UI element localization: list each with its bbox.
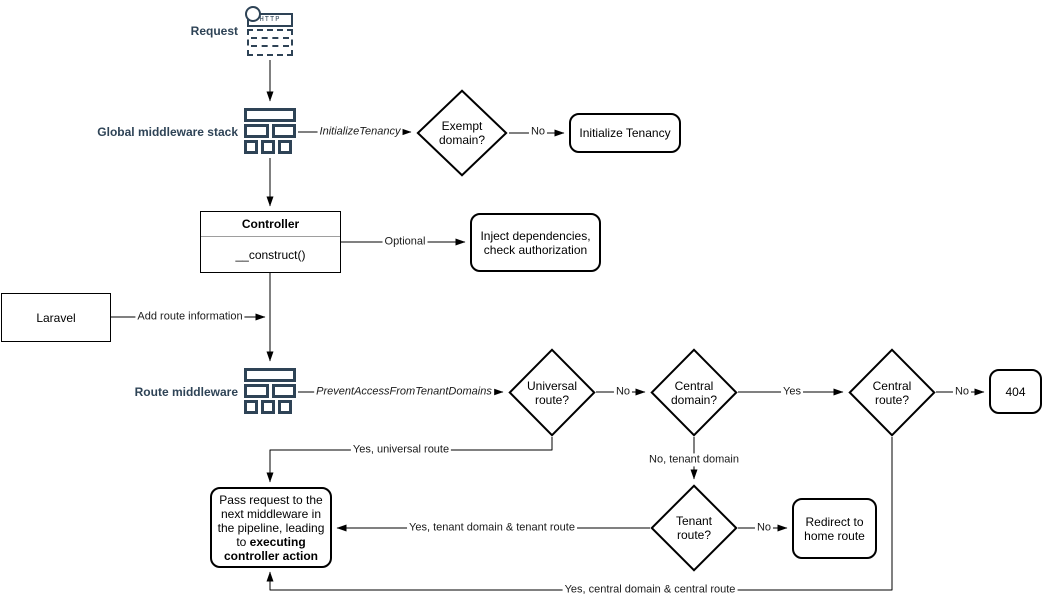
laravel-box: Laravel xyxy=(1,293,111,342)
edge-label-no-exempt: No xyxy=(528,125,548,139)
process-redirect-home: Redirect to home route xyxy=(792,498,877,559)
global-middleware-stack-label: Global middleware stack xyxy=(97,125,238,139)
controller-constructor: __construct() xyxy=(235,248,306,262)
global-middleware-stack-icon xyxy=(244,104,296,156)
edge-label-yes-tenant: Yes, tenant domain & tenant route xyxy=(407,521,577,535)
edge-label-no-centralroute: No xyxy=(952,385,972,399)
decision-tenant-route-label: Tenant route? xyxy=(675,514,712,542)
edge-label-no-universal: No xyxy=(613,385,633,399)
route-middleware-icon xyxy=(244,364,296,416)
process-pass-request-text: Pass request to the next middleware in t… xyxy=(217,492,325,563)
edge-label-initializetenancy: InitializeTenancy xyxy=(317,125,403,139)
decision-tenant-route: Tenant route? xyxy=(650,484,738,572)
terminal-404-label: 404 xyxy=(1005,384,1026,399)
edge-label-no-tenant-route: No xyxy=(754,521,774,535)
process-pass-request: Pass request to the next middleware in t… xyxy=(210,487,332,568)
decision-universal-route-label: Universal route? xyxy=(526,378,577,407)
decision-central-route-label: Central route? xyxy=(872,378,912,407)
edge-label-yes-central: Yes, central domain & central route xyxy=(562,583,738,597)
process-pass-request-bold: executing controller action xyxy=(223,534,318,563)
http-icon-text: HTTP xyxy=(259,16,281,24)
decision-central-domain: Central domain? xyxy=(650,348,738,437)
decision-universal-route: Universal route? xyxy=(508,348,596,437)
process-initialize-tenancy-label: Initialize Tenancy xyxy=(579,126,671,140)
route-middleware-label: Route middleware xyxy=(134,385,238,399)
decision-exempt-domain: Exempt domain? xyxy=(416,89,508,177)
terminal-404: 404 xyxy=(989,369,1042,414)
decision-exempt-domain-label: Exempt domain? xyxy=(438,119,485,147)
decision-central-route: Central route? xyxy=(848,348,936,437)
edge-label-optional: Optional xyxy=(382,235,428,249)
request-body-icon xyxy=(247,29,293,56)
edge-label-add-route-information: Add route information xyxy=(135,310,245,324)
process-initialize-tenancy: Initialize Tenancy xyxy=(569,113,681,153)
process-inject-dependencies: Inject dependencies, check authorization xyxy=(470,213,601,272)
controller-title: Controller xyxy=(201,212,340,237)
edge-label-yes-centraldomain: Yes xyxy=(781,385,803,399)
edge-label-no-tenant-domain: No, tenant domain xyxy=(647,453,741,467)
process-inject-dependencies-label: Inject dependencies, check authorization xyxy=(480,228,591,257)
request-label: Request xyxy=(190,24,238,38)
edge-label-preventaccess: PreventAccessFromTenantDomains xyxy=(314,385,494,399)
decision-central-domain-label: Central domain? xyxy=(670,378,717,407)
http-request-icon: HTTP xyxy=(244,6,296,57)
laravel-label: Laravel xyxy=(36,310,76,325)
request-circle-icon xyxy=(245,6,261,22)
controller-class-box: Controller __construct() xyxy=(200,211,341,273)
process-redirect-home-label: Redirect to home route xyxy=(804,514,865,543)
edge-label-yes-universal-route: Yes, universal route xyxy=(350,443,452,457)
